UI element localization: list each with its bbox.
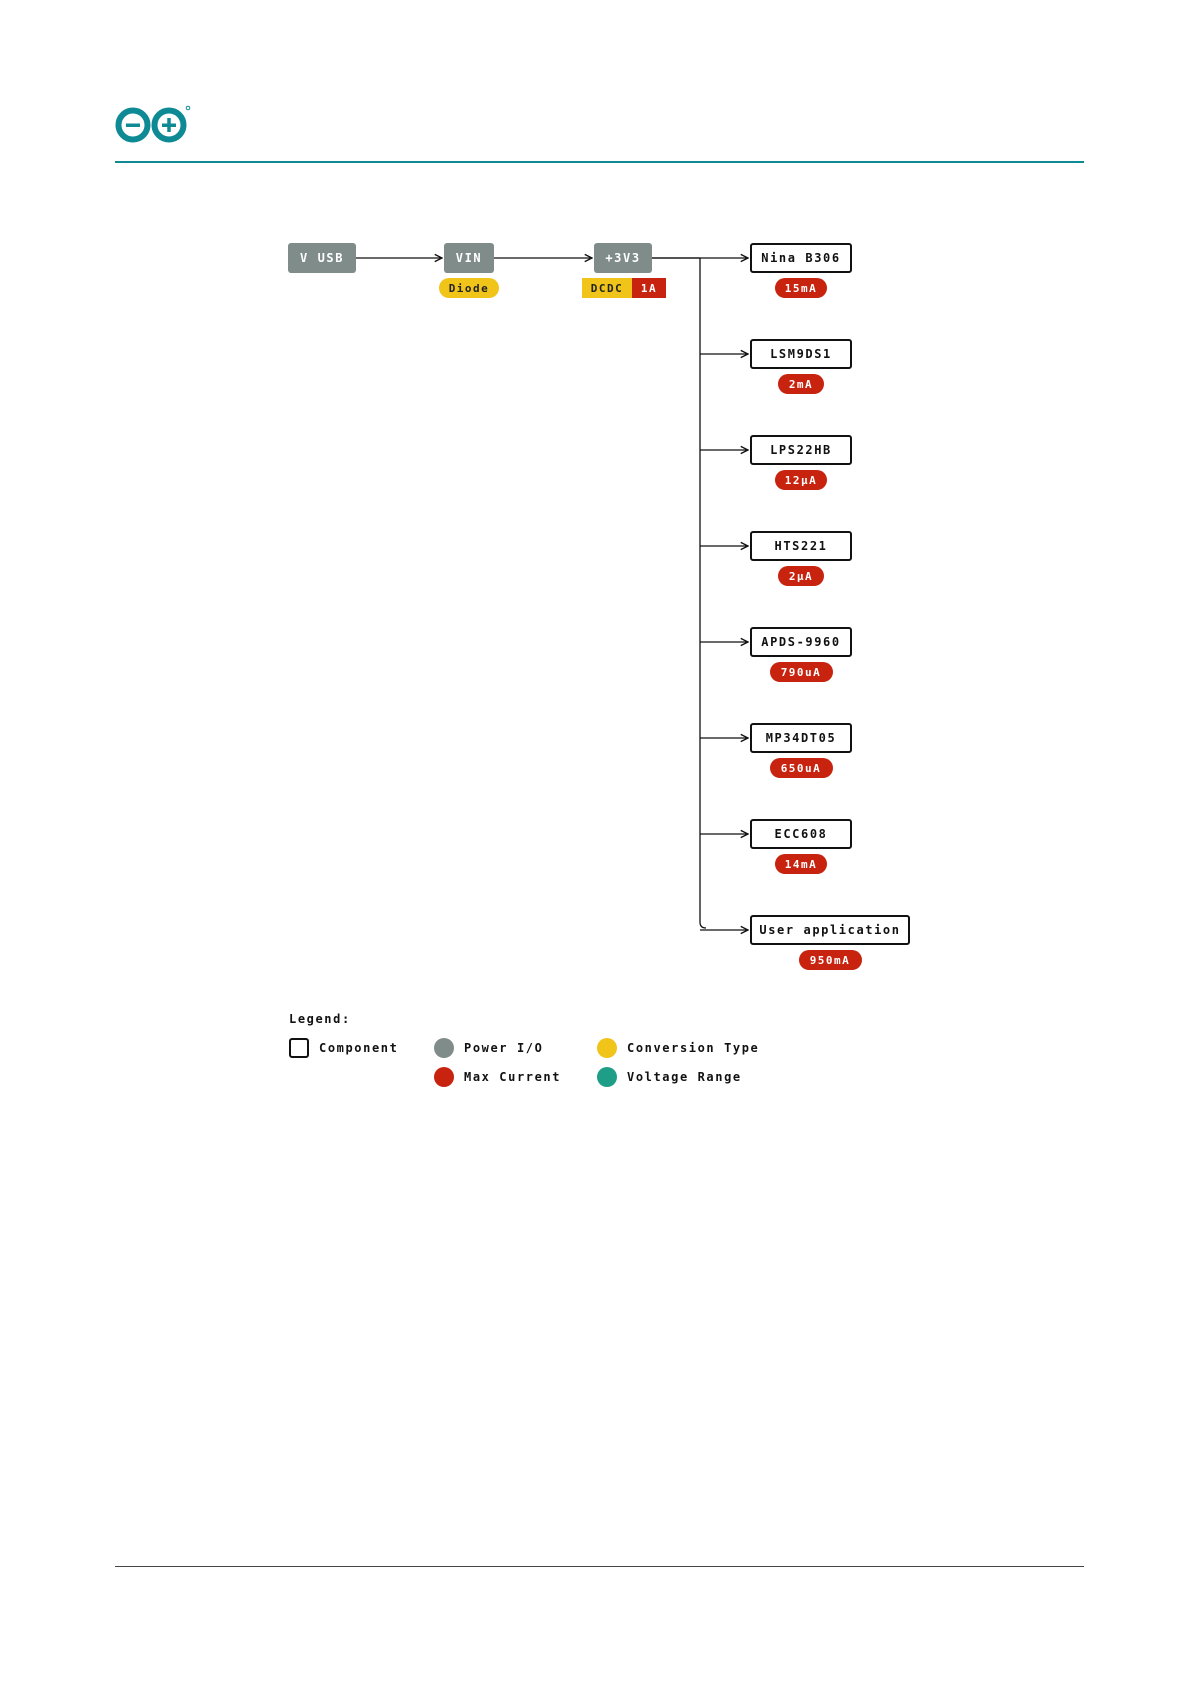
footer-rule (115, 1566, 1084, 1567)
component-node: HTS221 (750, 531, 852, 561)
legend-conversion-type: Conversion Type (597, 1038, 759, 1058)
power-io-swatch-icon (434, 1038, 454, 1058)
max-current-badge: 790uA (770, 662, 833, 682)
legend-max-current-label: Max Current (464, 1070, 561, 1084)
voltage-range-swatch-icon (597, 1067, 617, 1087)
3v3-node: +3V3 (594, 243, 652, 273)
max-current-badge: 12µA (775, 470, 827, 490)
max-current-badge: 14mA (775, 854, 827, 874)
component-node: MP34DT05 (750, 723, 852, 753)
vin-node: VIN (444, 243, 494, 273)
legend-title: Legend: (289, 1012, 351, 1026)
max-current-swatch-icon (434, 1067, 454, 1087)
legend-max-current: Max Current (434, 1067, 561, 1087)
max-current-badge: 2mA (778, 374, 824, 394)
3v3-conversion-badge: DCDC (582, 278, 632, 298)
max-current-badge: 950mA (799, 950, 862, 970)
max-current-badge: 2µA (778, 566, 824, 586)
max-current-badge: 15mA (775, 278, 827, 298)
legend-voltage-range: Voltage Range (597, 1067, 742, 1087)
legend-power-io: Power I/O (434, 1038, 543, 1058)
legend-power-io-label: Power I/O (464, 1041, 543, 1055)
component-node: User application (750, 915, 910, 945)
component-node: Nina B306 (750, 243, 852, 273)
vin-conversion-badge: Diode (439, 278, 499, 298)
component-swatch-icon (289, 1038, 309, 1058)
component-node: APDS-9960 (750, 627, 852, 657)
legend-conversion-type-label: Conversion Type (627, 1041, 759, 1055)
max-current-badge: 650uA (770, 758, 833, 778)
vusb-node: V USB (288, 243, 356, 273)
component-node: ECC608 (750, 819, 852, 849)
legend-component: Component (289, 1038, 398, 1058)
legend-component-label: Component (319, 1041, 398, 1055)
component-node: LPS22HB (750, 435, 852, 465)
wire-bus-trunk (700, 258, 706, 928)
legend-voltage-range-label: Voltage Range (627, 1070, 742, 1084)
3v3-current-badge: 1A (632, 278, 666, 298)
conversion-type-swatch-icon (597, 1038, 617, 1058)
component-node: LSM9DS1 (750, 339, 852, 369)
